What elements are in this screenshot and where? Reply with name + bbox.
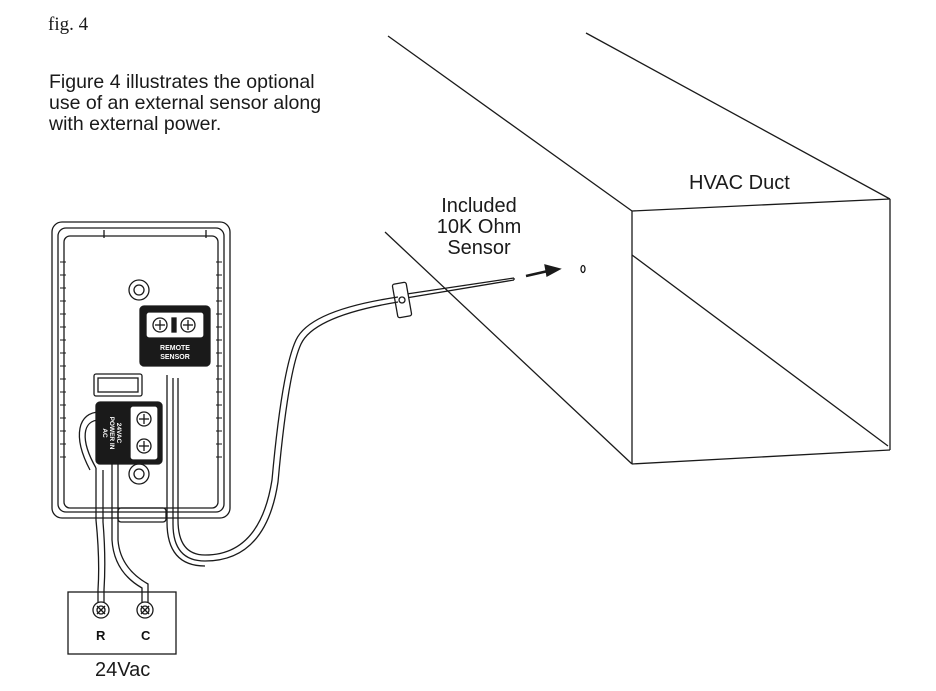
figure-label: fig. 4 — [48, 14, 89, 35]
mounting-screw-bottom — [128, 463, 150, 485]
remote-sensor-terminal — [139, 305, 211, 367]
remote-sensor-probe — [391, 277, 515, 319]
sensor-label-line1: Included — [441, 195, 517, 217]
remote-sensor-label-line1: REMOTE — [160, 345, 190, 352]
ac-power-label-line2: POWER IN — [108, 417, 115, 450]
sensor-label-line3: Sensor — [447, 237, 511, 259]
sensor-cable — [166, 296, 399, 567]
terminal-c-screw — [136, 601, 154, 619]
power-supply-box — [67, 591, 177, 655]
thermostat-backplate — [51, 221, 231, 523]
remote-sensor-label-line2: SENSOR — [160, 354, 190, 361]
figure-caption: Figure 4 illustrates the optional use of… — [49, 71, 322, 135]
sensor-label: Included 10K Ohm Sensor — [420, 196, 538, 259]
power-supply-label: 24Vac — [95, 659, 151, 681]
duct-insertion-hole — [580, 264, 586, 274]
ac-power-label-line3: 24VAC — [115, 423, 122, 444]
hvac-duct — [384, 32, 891, 465]
terminal-c-label: C — [141, 628, 151, 643]
ac-power-label-line1: AC — [101, 428, 108, 438]
sensor-label-line2: 10K Ohm — [436, 216, 522, 238]
insertion-arrow — [525, 264, 562, 278]
terminal-r-label: R — [96, 628, 106, 643]
mounting-screw-top — [128, 279, 150, 301]
power-wires — [78, 411, 149, 604]
hvac-duct-label: HVAC Duct — [689, 172, 790, 194]
terminal-r-screw — [92, 601, 110, 619]
